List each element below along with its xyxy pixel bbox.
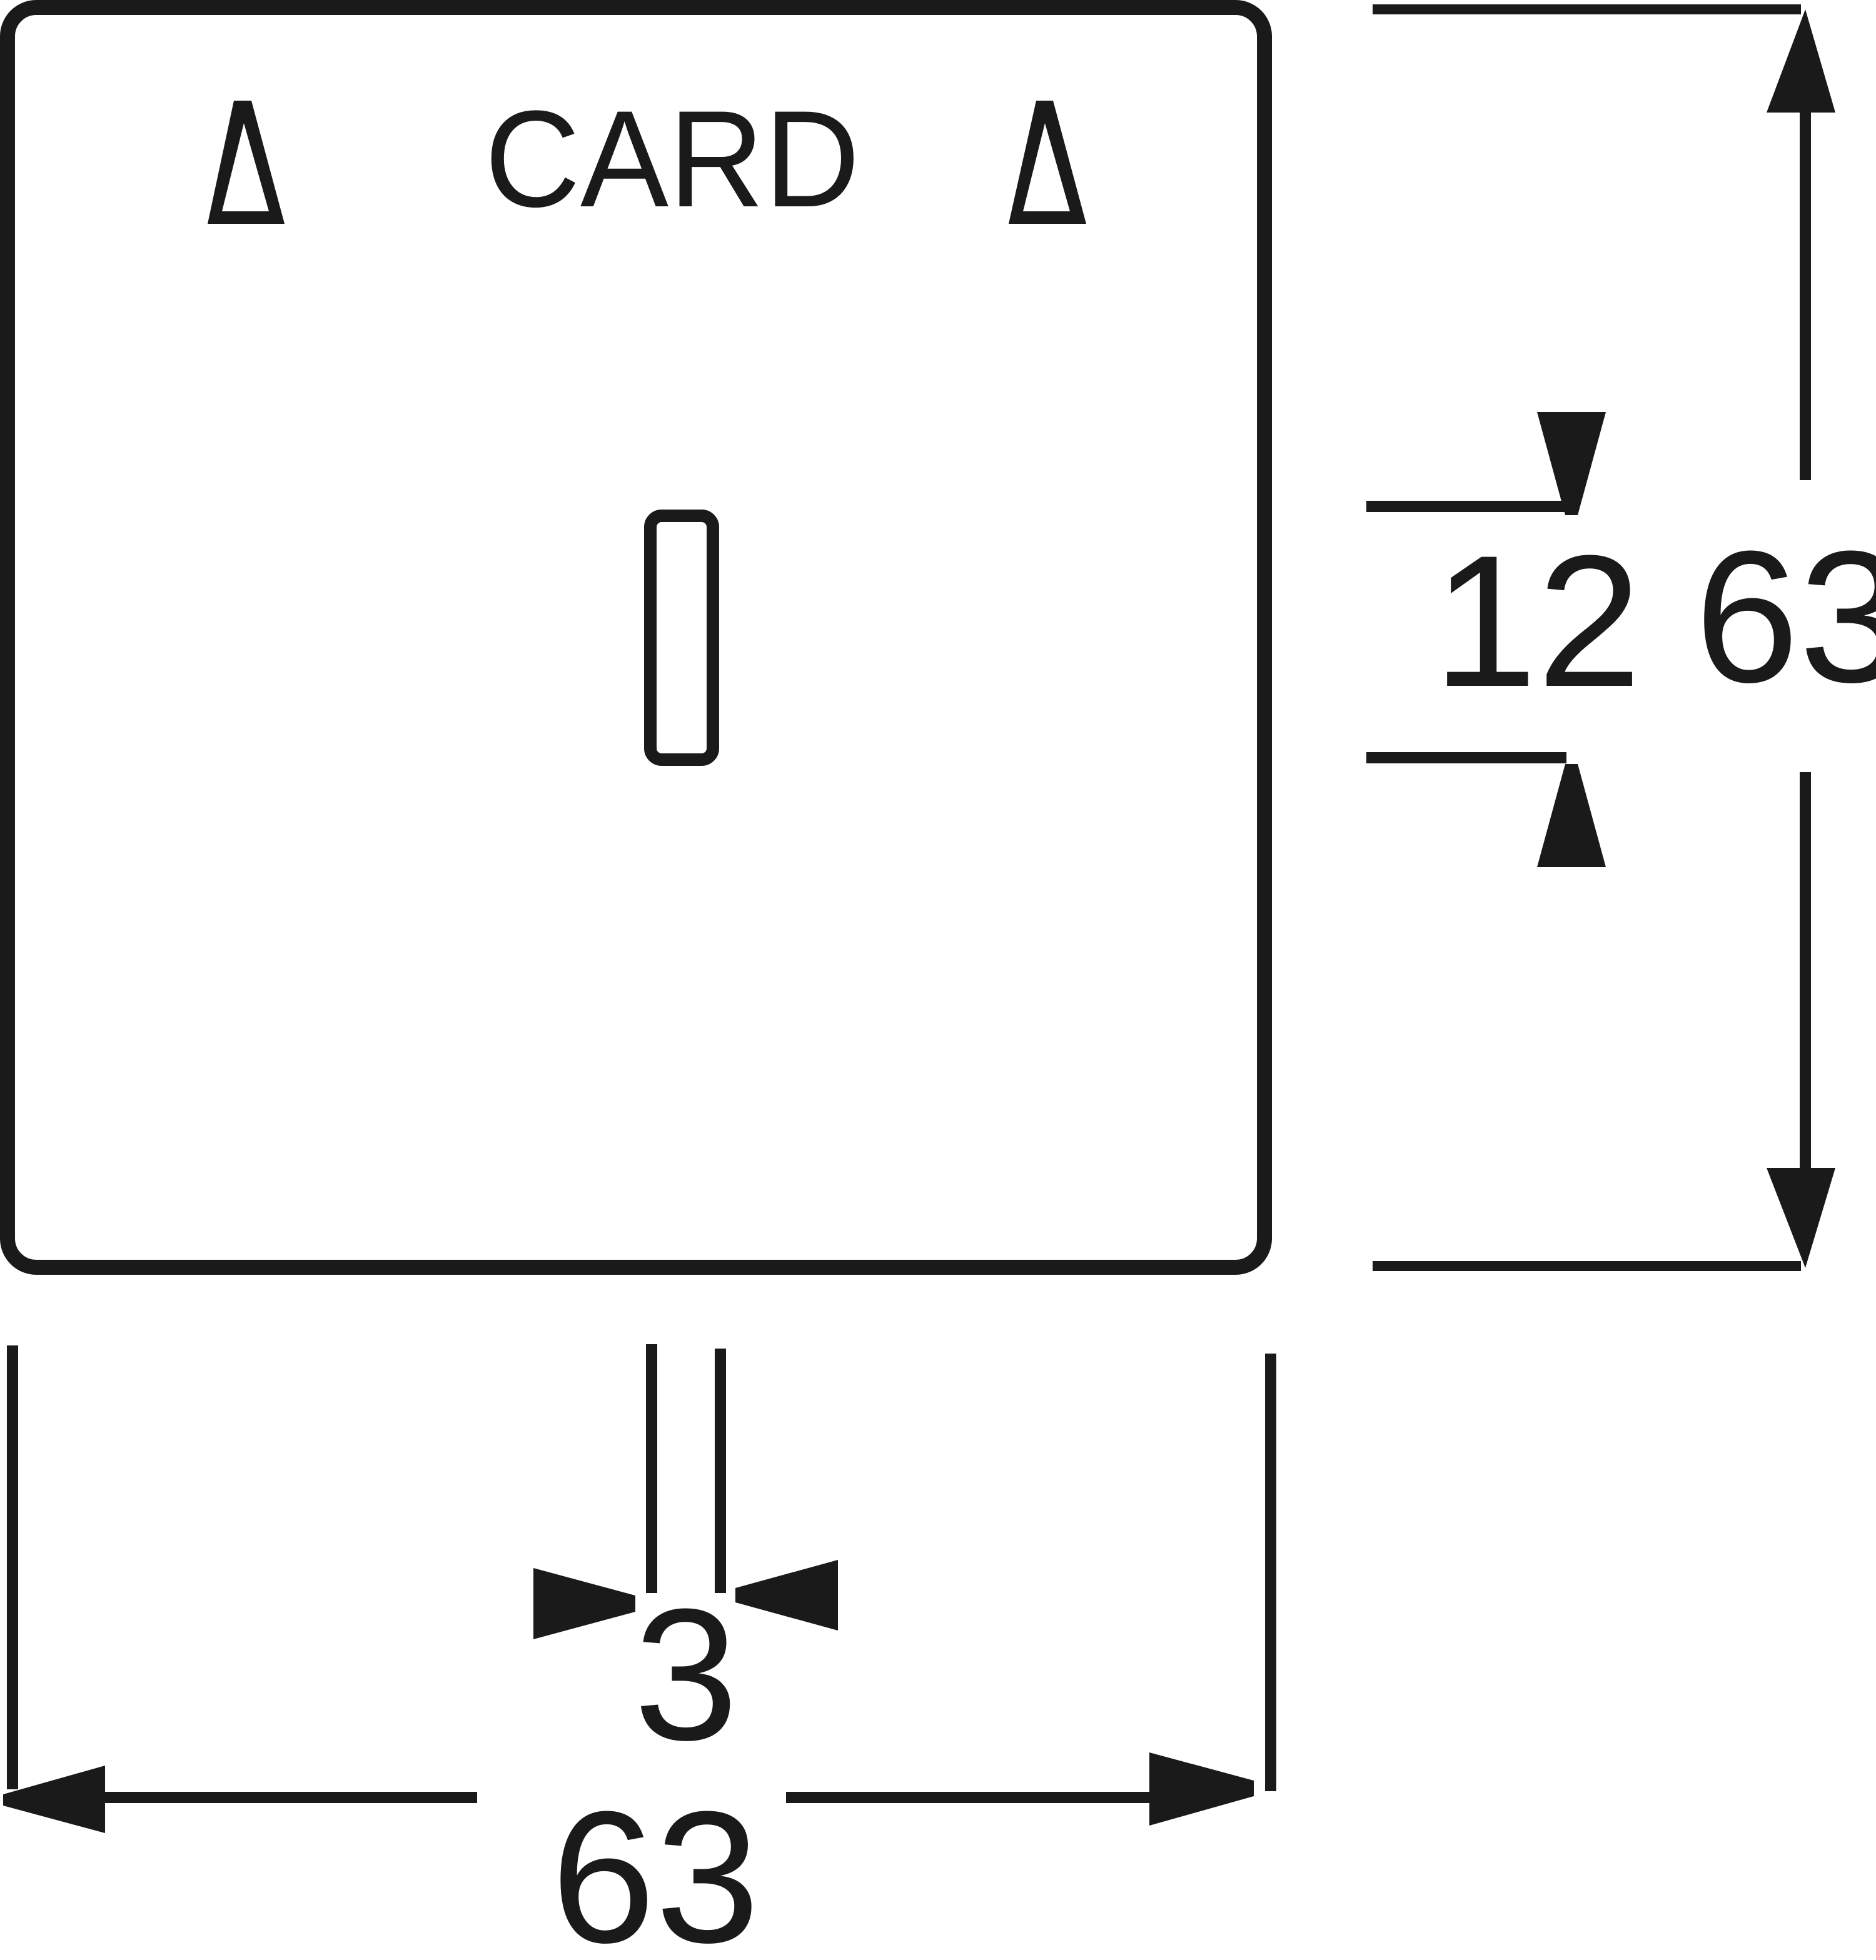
slot-height-arrow-down-icon (1537, 412, 1606, 515)
slot-height-arrow-up-icon (1537, 764, 1606, 867)
slot-width-dimension (533, 1344, 838, 1639)
slot-height-value: 12 (1433, 516, 1642, 726)
card-plate-outline (0, 0, 1272, 1275)
height-dimension-value: 63 (1695, 511, 1876, 721)
card-slot (644, 510, 719, 766)
width-arrow-right-icon (1149, 1752, 1254, 1826)
width-dimension-value: 63 (551, 1772, 760, 1960)
slot-width-value: 3 (634, 1569, 739, 1779)
slot-width-arrow-right-icon (533, 1568, 635, 1639)
width-dimension (3, 1345, 1276, 1833)
slot-width-arrow-left-icon (735, 1560, 838, 1631)
triangle-marker-right-icon (1009, 101, 1086, 224)
slot-height-dimension (1366, 412, 1606, 867)
height-dimension (1373, 4, 1835, 1271)
width-arrow-left-icon (3, 1766, 105, 1833)
triangle-marker-left-icon (208, 101, 285, 224)
height-arrow-down-icon (1767, 1168, 1835, 1268)
card-label: CARD (485, 82, 860, 236)
height-arrow-up-icon (1767, 9, 1835, 113)
